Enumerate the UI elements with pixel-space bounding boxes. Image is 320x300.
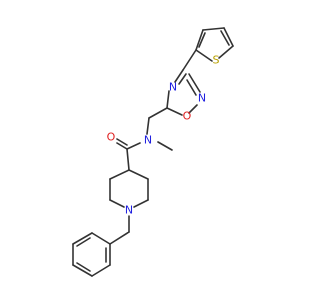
atom-label-carbonyl-o: O xyxy=(107,131,116,144)
bond xyxy=(148,107,168,119)
bond xyxy=(188,73,201,93)
bond xyxy=(116,138,128,146)
bond xyxy=(116,142,128,150)
bond xyxy=(146,117,150,135)
atom-label-amide-n: N xyxy=(144,134,152,147)
bond xyxy=(220,30,230,46)
bond xyxy=(195,29,204,51)
bond xyxy=(166,107,183,116)
bond xyxy=(109,199,125,208)
amide-n-label: N xyxy=(144,134,152,147)
bond xyxy=(72,232,93,245)
structure-canvas: S N N O N O N xyxy=(72,27,234,277)
bond xyxy=(128,169,149,180)
atom-label-oxadiazole-o: O xyxy=(183,110,192,123)
bond xyxy=(76,237,91,247)
benzene-ring xyxy=(72,232,111,277)
bond xyxy=(195,49,213,62)
carbonyl-o-label: O xyxy=(107,131,116,144)
bond xyxy=(188,104,198,114)
bond xyxy=(202,27,225,31)
bond xyxy=(174,69,184,83)
bond xyxy=(72,264,93,277)
bond xyxy=(109,169,130,180)
oxadiazole-o-label: O xyxy=(183,110,192,123)
sulfur-atom-label: S xyxy=(213,54,220,67)
bond xyxy=(133,199,149,208)
bond xyxy=(76,262,91,272)
atom-label-oxadiazole-n-right: N xyxy=(198,92,206,105)
bond xyxy=(91,232,111,245)
bond xyxy=(186,79,197,96)
atom-label-piperidine-n: N xyxy=(125,204,133,217)
bond xyxy=(126,148,130,171)
bond xyxy=(109,231,130,245)
oxadiazole-ring xyxy=(166,69,201,116)
piperidine-n-label: N xyxy=(125,204,133,217)
bond xyxy=(223,27,234,47)
bond xyxy=(182,49,197,71)
bond xyxy=(166,90,170,109)
thiophene-ring xyxy=(195,27,234,62)
bond xyxy=(218,45,234,59)
oxadiazole-n-top-label: N xyxy=(169,81,177,94)
molecule-diagram: S N N O N O N xyxy=(72,27,234,277)
oxadiazole-n-right-label: N xyxy=(198,92,206,105)
atom-label-oxadiazole-n-top: N xyxy=(169,81,177,94)
bond xyxy=(91,264,111,277)
bond xyxy=(178,73,187,85)
bond xyxy=(198,32,206,48)
piperidine-ring xyxy=(109,169,149,208)
bond xyxy=(126,142,141,150)
bond xyxy=(157,141,173,151)
atom-label-sulfur: S xyxy=(213,54,220,67)
